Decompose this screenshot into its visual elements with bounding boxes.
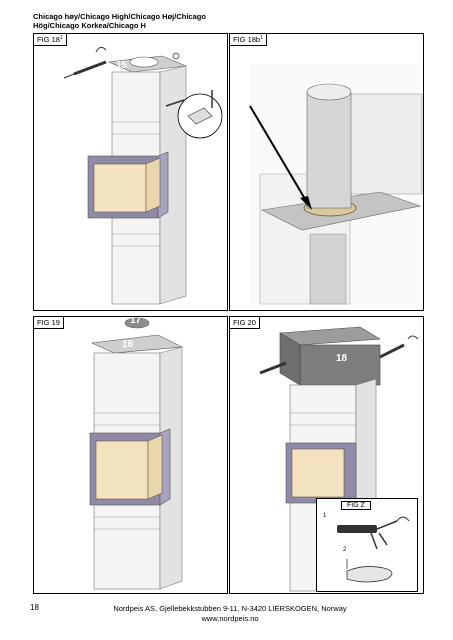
document-title-line1: Chicago høy/Chicago High/Chicago Høj/Chi…: [33, 12, 206, 21]
part-number-18: 18: [336, 353, 348, 364]
part-number-16: 16: [122, 339, 134, 350]
footer-url: www.nordpeis.no: [201, 614, 259, 623]
figure-18b-label: FIG 18b1: [230, 34, 267, 46]
figure-19-panel: FIG 19 17 16: [33, 316, 228, 594]
footer-address: Nordpeis AS, Gjellebekkstubben 9-11, N-3…: [113, 604, 347, 613]
figure-18-label: FIG 181: [34, 34, 67, 46]
figure-18-illustration: [63, 46, 223, 305]
figure-18b-illustration: [249, 64, 423, 305]
document-title-line2: Hög/Chicago Korkea/Chicago H: [33, 21, 146, 30]
figure-z-step-2: 2: [343, 547, 347, 553]
figure-18-panel: FIG 181 15: [33, 33, 228, 311]
figure-20-label: FIG 20: [230, 317, 260, 329]
figure-z-inset: FIG Z 1 2: [316, 498, 418, 592]
figure-z-step-1: 1: [323, 513, 327, 519]
figure-19-illustration: [89, 317, 184, 590]
figure-19-label: FIG 19: [34, 317, 64, 329]
part-number-17: 17: [130, 316, 142, 326]
page-number: 18: [30, 603, 39, 612]
part-number-15: 15: [116, 60, 128, 71]
figure-18b-panel: FIG 18b1: [229, 33, 424, 311]
figure-z-label: FIG Z: [341, 501, 371, 510]
figure-z-illustration: [337, 516, 410, 583]
